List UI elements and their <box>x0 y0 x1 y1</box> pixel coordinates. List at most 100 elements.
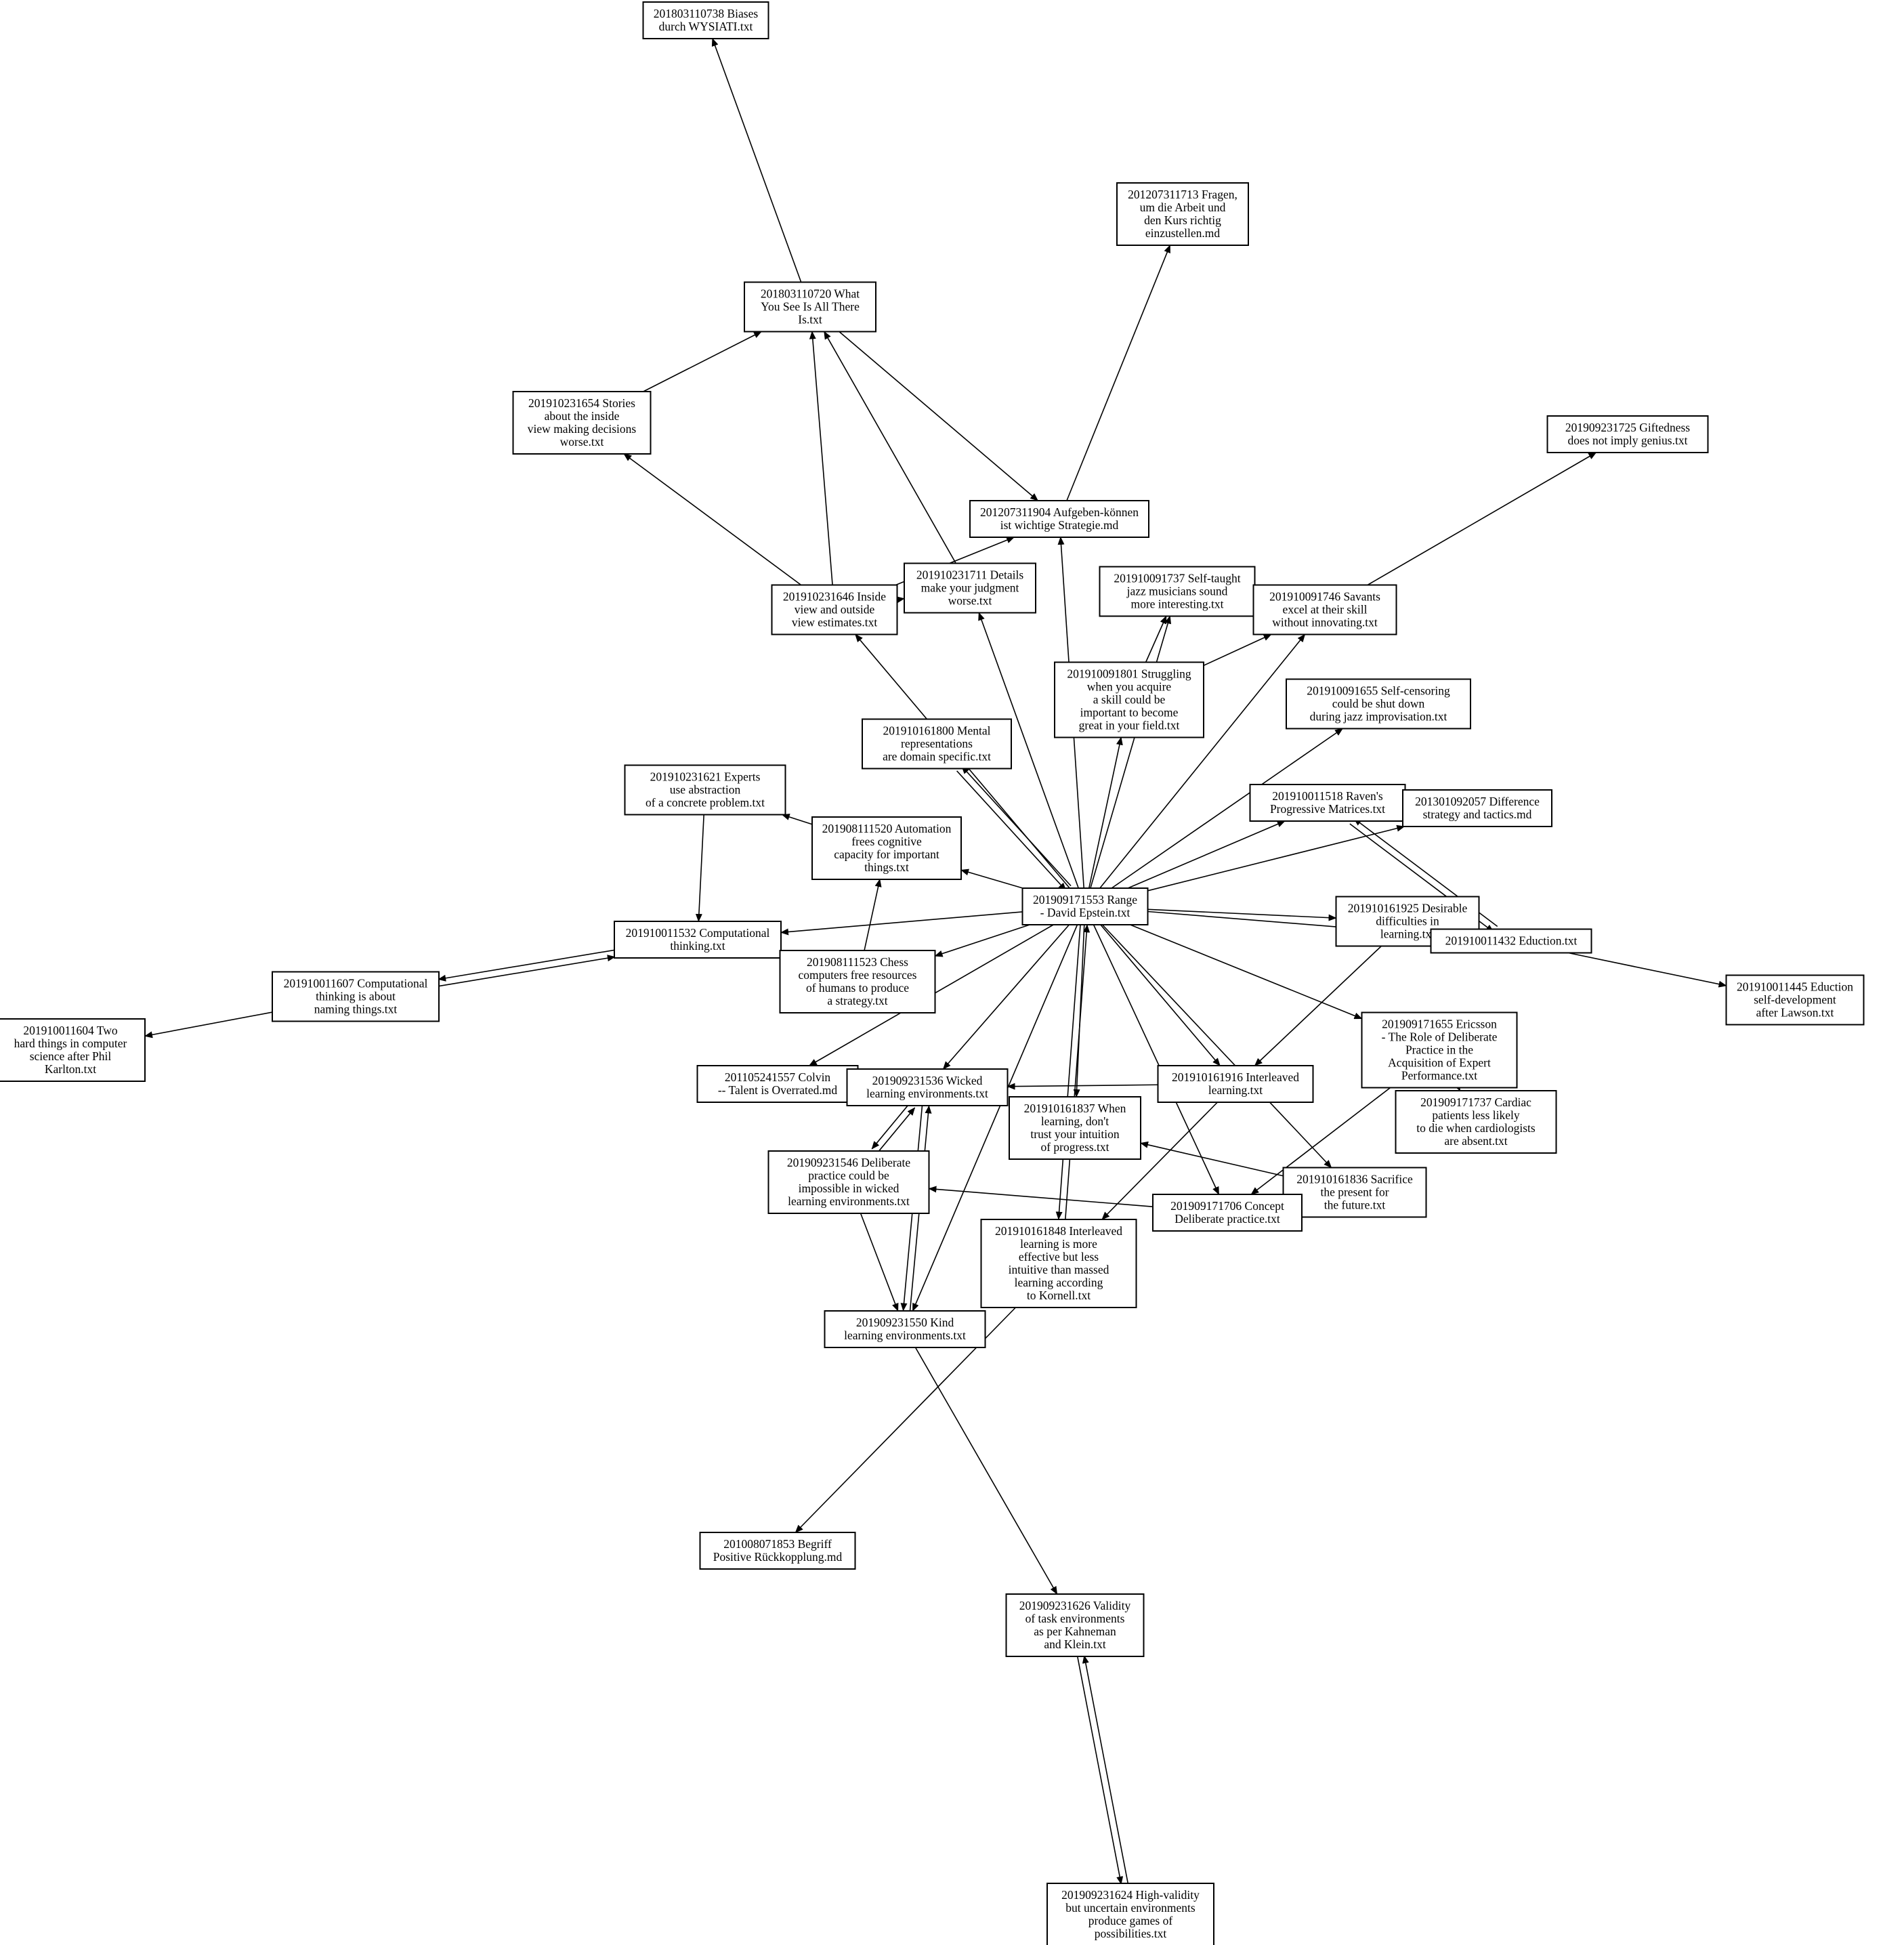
note-node-ericsson[interactable]: 201909171655 Ericsson- The Role of Delib… <box>1361 1011 1518 1089</box>
note-node-label-line: 201909231626 Validity <box>1019 1599 1131 1612</box>
note-node-label-line: 201910011445 Eduction <box>1737 980 1853 994</box>
note-node-label-line: learning.txt <box>1380 927 1435 941</box>
note-node-label-line: strategy and tactics.md <box>1423 808 1532 821</box>
note-node-box <box>624 764 786 816</box>
note-node-box <box>1116 182 1249 246</box>
link-arrow-range-to-selftaught <box>1090 615 1172 889</box>
note-node-label-line: 201909231536 Wicked <box>872 1074 983 1087</box>
note-node-box <box>1021 887 1149 925</box>
note-node-label-line: einzustellen.md <box>1145 226 1221 240</box>
note-node-label-line: view and outside <box>795 603 875 616</box>
note-node-label-line: frees cognitive <box>851 835 922 848</box>
note-node-label-line: to Kornell.txt <box>1027 1289 1091 1302</box>
note-node-label-line: as per Kahneman <box>1034 1625 1116 1638</box>
link-arrow-experts-to-comp <box>695 814 704 922</box>
note-node-label-line: 201909171655 Ericsson <box>1382 1018 1497 1031</box>
note-node-box <box>969 500 1149 538</box>
note-node-label-line: -- Talent is Overrated.md <box>718 1083 838 1097</box>
note-node-label-line: 201910011518 Raven's <box>1272 789 1383 803</box>
note-node-label-line: trust your intuition <box>1030 1127 1120 1141</box>
note-node-label-line: den Kurs richtig <box>1144 213 1221 227</box>
note-node-label-line: patients less likely <box>1432 1108 1520 1122</box>
note-node-label-line: Progressive Matrices.txt <box>1270 802 1385 816</box>
note-node-label-line: - David Epstein.txt <box>1040 906 1130 919</box>
note-node-eduction2[interactable]: 201910011445 Eductionself-developmentaft… <box>1725 974 1865 1026</box>
note-node-label-line: a strategy.txt <box>827 994 887 1007</box>
note-node-label-line: 201908111520 Automation <box>822 822 952 835</box>
note-node-box <box>272 971 440 1022</box>
note-node-label-line: the present for <box>1320 1186 1389 1199</box>
note-node-box <box>1099 566 1256 617</box>
note-node-label-line: hard things in computer <box>14 1037 127 1050</box>
note-node-label-line: 201910161848 Interleaved <box>995 1224 1122 1238</box>
note-node-fragen[interactable]: 201207311713 Fragen,um die Arbeit undden… <box>1116 182 1249 246</box>
link-arrow-range-to-difference <box>1147 824 1405 892</box>
note-node-range[interactable]: 201909171553 Range- David Epstein.txt <box>1021 887 1149 925</box>
note-node-label-line: 201910231654 Stories <box>528 396 635 410</box>
note-node-eduction[interactable]: 201910011432 Eduction.txt <box>1430 928 1592 954</box>
link-arrow-stories-to-wysiati <box>643 331 762 392</box>
link-arrow-range-to-concept <box>1093 924 1220 1195</box>
note-node-box <box>1054 661 1204 738</box>
note-node-colvin[interactable]: 201105241557 Colvin-- Talent is Overrate… <box>696 1065 859 1103</box>
note-node-label-line: effective but less <box>1019 1250 1099 1263</box>
note-node-label-line: 201908111523 Chess <box>807 955 908 969</box>
link-arrow-range-to-desirable <box>1147 908 1337 921</box>
note-node-label-line: possibilities.txt <box>1095 1927 1167 1940</box>
link-arrow-range-to-ericsson <box>1130 924 1363 1020</box>
note-node-label-line: excel at their skill <box>1283 603 1368 616</box>
note-node-label-line: 201910231711 Details <box>916 568 1023 582</box>
note-node-label-line: view estimates.txt <box>792 616 878 629</box>
note-node-label-line: learning is more <box>1020 1237 1097 1251</box>
note-node-label-line: when you acquire <box>1087 680 1172 694</box>
note-node-label-line: science after Phil <box>30 1049 112 1063</box>
note-node-label-line: 201207311713 Fragen, <box>1128 188 1237 201</box>
note-node-box <box>744 281 876 333</box>
link-arrow-inside-to-wysiati <box>809 331 833 585</box>
link-arrow-details-to-wysiati <box>824 331 956 564</box>
link-arrow-range-to-selfcensoring <box>1111 728 1343 889</box>
note-node-label-line: 201910011432 Eduction.txt <box>1445 934 1578 948</box>
link-arrow-wicked-to-deliberateimp <box>871 1103 910 1150</box>
note-node-label-line: learning.txt <box>1208 1083 1263 1097</box>
link-arrow-deliberateimp-to-kind <box>860 1213 899 1312</box>
note-node-label-line: durch WYSIATI.txt <box>659 20 753 33</box>
note-node-label-line: 201909231546 Deliberate <box>787 1156 910 1169</box>
note-node-label-line: ist wichtige Strategie.md <box>1000 518 1119 532</box>
note-node-label-line: does not imply genius.txt <box>1568 434 1688 447</box>
